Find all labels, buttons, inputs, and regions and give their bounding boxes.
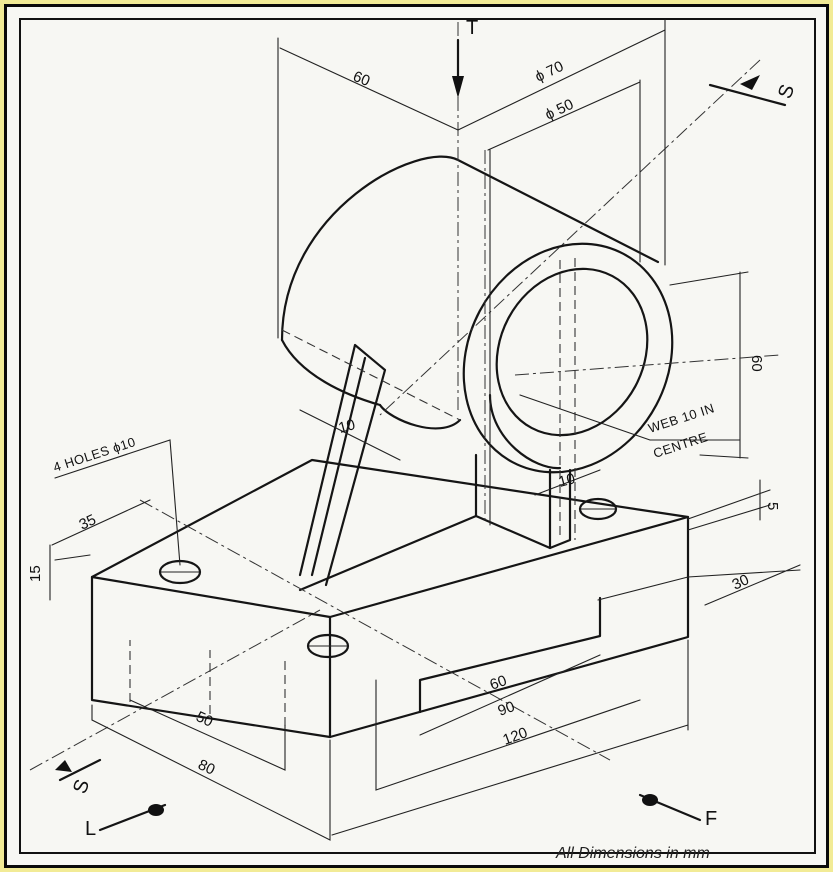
dim-base-length: 120 [501, 724, 530, 749]
view-section-left: S [69, 777, 94, 797]
view-left: L [85, 818, 96, 840]
mounting-holes [158, 497, 618, 659]
center-lines [29, 22, 781, 771]
dim-inner-dia: ϕ 50 [543, 96, 577, 124]
note-web-line2: CENTRE [651, 429, 709, 461]
dim-web-upright: 10 [557, 470, 578, 491]
arrow-section-right [708, 83, 787, 107]
dim-base-depth-inner: 50 [193, 708, 215, 730]
dim-slot-span: 90 [496, 698, 517, 720]
drawing-frame [4, 4, 829, 868]
cylinder-outer-face [462, 242, 674, 474]
view-arrows [55, 38, 787, 832]
view-section-right: S [774, 82, 799, 102]
drawing-border [19, 18, 816, 854]
cylinder-boss [280, 155, 674, 540]
dim-cyl-length: 60 [351, 68, 373, 90]
dim-outer-dia: ϕ 70 [533, 58, 567, 86]
arrow-section-left [58, 758, 102, 782]
dim-base-height: 15 [27, 565, 44, 582]
dimension-labels: 60 ϕ 70 ϕ 50 60 10 10 15 35 50 80 60 90 … [27, 58, 781, 779]
upright-web [298, 343, 572, 592]
footnote: All Dimensions in mm [556, 845, 710, 862]
view-top: T [466, 17, 478, 39]
dim-slot-height: 30 [730, 571, 752, 593]
cylinder-bore [495, 267, 649, 437]
base-plate [90, 458, 690, 739]
dim-web-rib: 10 [337, 416, 358, 437]
dimension-lines [49, 19, 801, 841]
dim-axis-height: 60 [748, 355, 765, 372]
dim-slot-width: 60 [488, 672, 509, 694]
dim-slot-depth: 5 [764, 502, 781, 510]
dim-base-depth: 80 [195, 756, 217, 778]
view-front: F [705, 808, 717, 830]
dim-hole-offset: 35 [77, 511, 99, 533]
